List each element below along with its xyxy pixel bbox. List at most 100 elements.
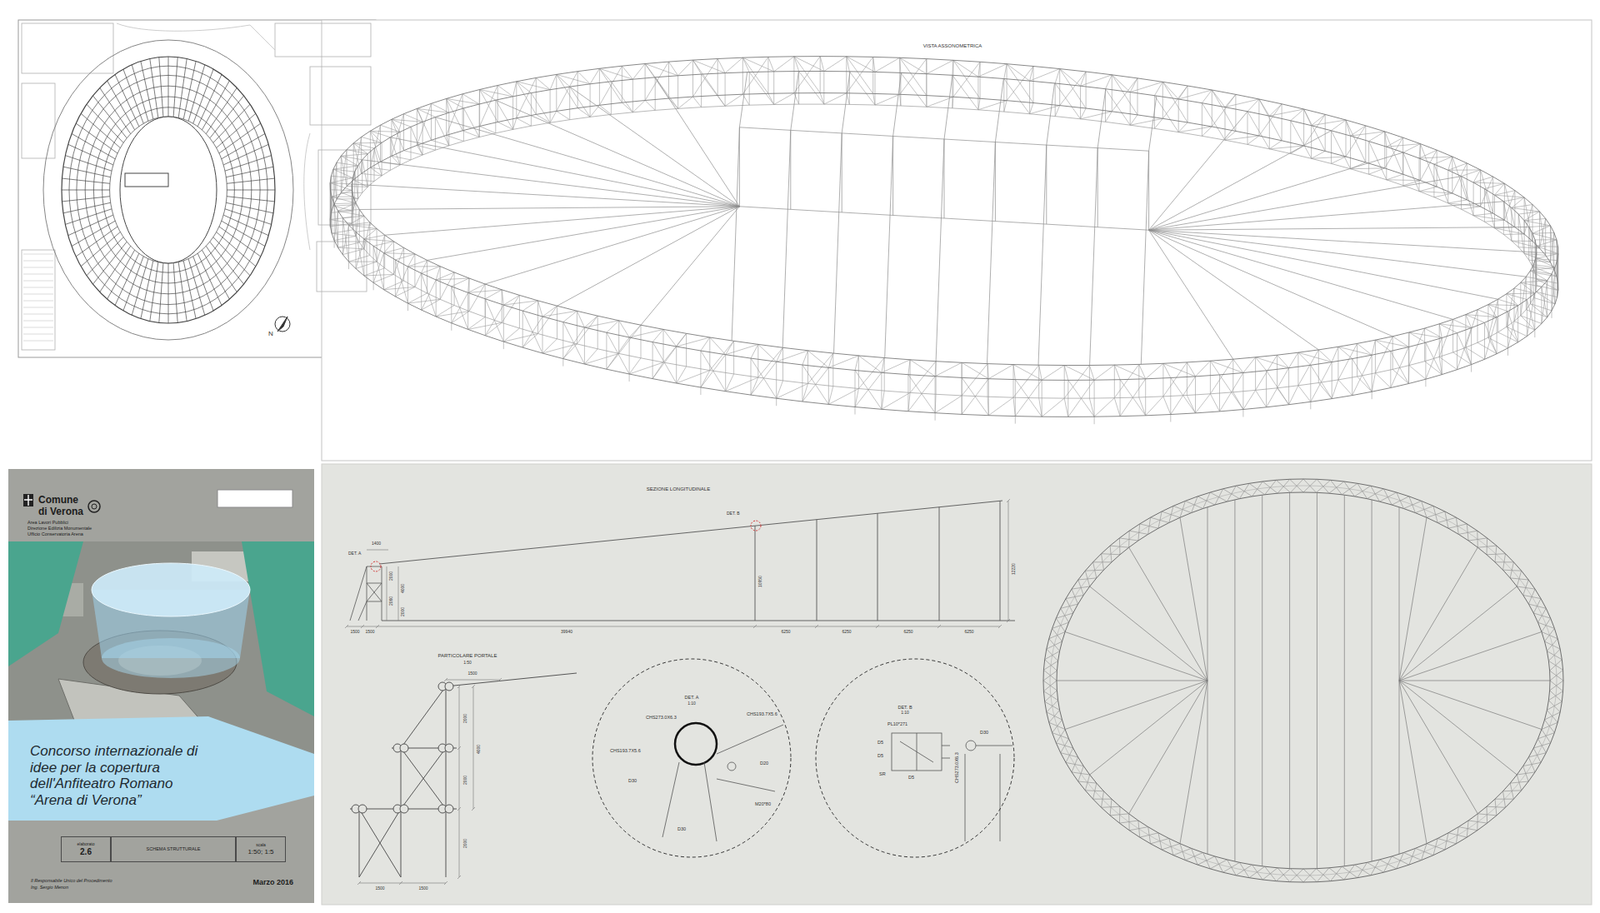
city-block (310, 66, 371, 125)
stage (125, 173, 169, 187)
dimension-label: 1500 (350, 630, 360, 635)
cell-caption: elaborato (77, 842, 95, 848)
portal-frame (350, 673, 577, 878)
ring-truss (330, 56, 1559, 425)
signature-note: Il Responsabile Unico del Procedimento (30, 878, 113, 884)
cover-illustration (8, 490, 315, 821)
ring-truss (1043, 479, 1564, 883)
city-block (275, 23, 371, 57)
portal-detail (350, 673, 577, 885)
chord-pipe (675, 723, 717, 765)
detail-outline (815, 658, 1015, 859)
cover-dome-base (101, 638, 240, 679)
pin (727, 762, 736, 771)
detail-outline (592, 659, 791, 858)
detail-circle: DET. B1:10PL10*271D30CHS273.0X6.3D5D5SRD… (815, 658, 1015, 859)
issuer-name: Comune di Verona (38, 495, 87, 519)
dimension-label: 1500 (365, 630, 375, 635)
cover-panel (8, 469, 315, 904)
dimension-label: 1500 (375, 886, 385, 892)
aerial-green-area (8, 541, 84, 667)
view-title: VISTA ASSONOMETRICA (923, 43, 983, 50)
dimension-label: 6250 (964, 630, 974, 635)
title-block-cell: SCHEMA STRUTTURALE (110, 836, 236, 863)
longitudinal-section (345, 499, 1015, 629)
member-label: D30 (980, 730, 989, 735)
chord-section (445, 744, 454, 753)
arena-floor (120, 116, 217, 264)
dimension-label: 2000 (389, 571, 395, 581)
chord-section (445, 682, 454, 691)
detail-tag: DET. A (348, 551, 361, 557)
scale-label: 1:10 (900, 710, 910, 716)
scale-label: 1:50 (463, 660, 472, 666)
title-block-cell: scala1:50; 1:5 (235, 836, 286, 863)
detail-outline (591, 658, 792, 859)
member-label: D30 (628, 778, 637, 784)
north-arrow (275, 316, 290, 332)
dimension-label: 1400 (371, 541, 381, 547)
city-block (21, 23, 114, 74)
member-label: CHS273.0X6.3 (954, 752, 960, 784)
cell-value: SCHEMA STRUTTURALE (146, 846, 201, 852)
city-logo-inner (91, 504, 97, 510)
chord-section (358, 805, 367, 814)
roof-cables (1056, 492, 1550, 869)
north-label: N (268, 330, 274, 338)
chord-section (400, 805, 409, 814)
north-arrow-head (277, 316, 288, 332)
arena-walls (61, 56, 275, 324)
competition-title: Concorso internazionale di idee per la c… (30, 743, 207, 809)
dimension-label: 4000 (400, 584, 406, 594)
dimension-label: 2000 (463, 775, 469, 785)
detail-tag: DET. A (685, 695, 700, 700)
detail-outline (815, 659, 1015, 858)
cover-dome-top (91, 563, 250, 617)
dimension-label: 10950 (758, 575, 764, 588)
member-label: CHS193.7X5.6 (746, 711, 778, 717)
aerial-green-area (241, 541, 315, 717)
arena-ring (110, 116, 228, 264)
piazza-edge (43, 40, 294, 340)
ring-chord (330, 56, 1559, 381)
dimension-label: 4000 (476, 745, 482, 755)
pin (965, 740, 976, 751)
dimension-label: 12220 (1011, 563, 1017, 575)
dimension-label: 6250 (780, 630, 790, 635)
block-hatch (23, 254, 54, 341)
city-logo (88, 500, 100, 513)
joint-plate (662, 725, 784, 842)
chord-section (445, 805, 454, 814)
dimension-label: 1500 (418, 886, 428, 892)
section-portal (350, 566, 382, 621)
city-block (21, 250, 55, 350)
dimension-label: 39940 (560, 630, 573, 635)
issuer-office: Area Lavori Pubblici (27, 520, 69, 525)
cell-value: 1:50; 1:5 (247, 848, 274, 856)
scale-label: 1:10 (687, 701, 696, 707)
issue-date: Marzo 2016 (252, 878, 294, 887)
city-crest (23, 494, 34, 507)
member-label: SR (879, 771, 886, 777)
joint-details (662, 723, 1013, 842)
dimension-line (345, 499, 1010, 629)
member-label: D30 (677, 826, 686, 832)
cell-caption: scala (255, 843, 266, 849)
issuer-office: Ufficio Conservatoria Arena (27, 531, 84, 537)
site-plan (21, 23, 371, 350)
detail-circle: DET. A1:10CHS273.0X6.3CHS193.7X5.6CHS193… (591, 658, 792, 859)
roof-cables (351, 71, 1537, 366)
dimension-line (357, 678, 502, 885)
title-block-cell: elaborato2.6 (60, 836, 111, 863)
ring-chord (1056, 492, 1550, 870)
detail-marker (750, 520, 761, 531)
member-label: D5 (877, 753, 884, 759)
dimension-label: 2000 (463, 839, 469, 849)
arena-ring (61, 56, 275, 324)
issuer-office: Direzione Edilizia Monumentale (27, 525, 92, 531)
ring-chord (1050, 485, 1557, 876)
detail-tag: DET. B (897, 705, 912, 710)
member-label: D5 (877, 740, 884, 745)
